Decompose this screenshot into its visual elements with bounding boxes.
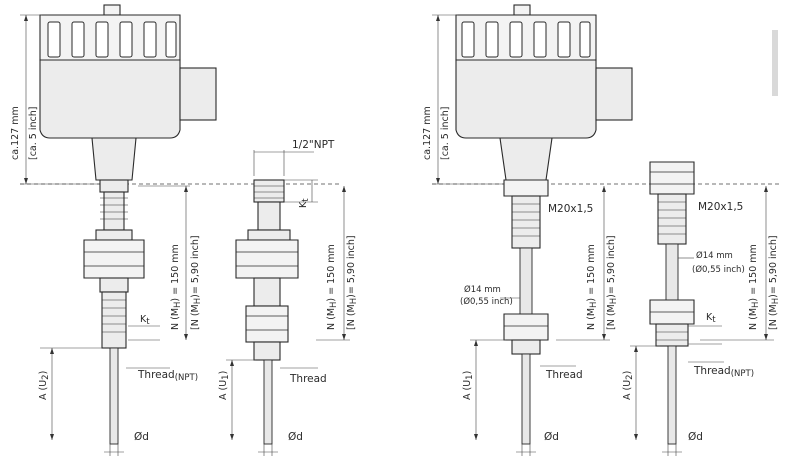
a-u1-label-3: A (U bbox=[462, 380, 473, 400]
svg-text:Thread(NPT): Thread(NPT) bbox=[693, 365, 754, 379]
m20-label-4: M20x1,5 bbox=[698, 201, 743, 213]
thread-npt-label-4: Thread bbox=[693, 365, 731, 377]
sensor-2-dimensions: 1/2"NPT Kt N (MH) = 150 mm [N (MH)= 5,90… bbox=[170, 139, 359, 456]
svg-text:[N (MH)= 5,90 inch]: [N (MH)= 5,90 inch] bbox=[768, 235, 781, 330]
n-inch-label-3: [N (M bbox=[606, 304, 617, 330]
d14-inch-label-3: (Ø0,55 inch) bbox=[460, 296, 513, 307]
svg-text:[N (MH)= 5,90 inch]: [N (MH)= 5,90 inch] bbox=[606, 235, 619, 330]
head-height-inch-label-right: [ca. 5 inch] bbox=[440, 107, 451, 160]
sensor-1-extension bbox=[83, 179, 145, 445]
od-label-2: Ød bbox=[288, 431, 303, 443]
kt-label-2: K bbox=[298, 201, 309, 208]
n-inch-label-1: [N (M bbox=[190, 304, 201, 330]
svg-text:Kt: Kt bbox=[140, 314, 150, 327]
od-label-3: Ød bbox=[544, 431, 559, 443]
sensor-3-dimensions: M20x1,5 Ø14 mm (Ø0,55 inch) N (MH) = 150… bbox=[460, 186, 619, 456]
svg-text:N (MH) = 150 mm: N (MH) = 150 mm bbox=[748, 244, 761, 330]
svg-text:A (U1): A (U1) bbox=[462, 371, 475, 400]
od-label-4: Ød bbox=[688, 431, 703, 443]
head-height-label: ca.127 mm bbox=[10, 106, 21, 160]
svg-text:Kt: Kt bbox=[298, 198, 311, 208]
svg-text:Kt: Kt bbox=[706, 312, 716, 325]
n-inch-label-2: [N (M bbox=[346, 304, 357, 330]
thread-label-3: Thread bbox=[545, 369, 583, 381]
n-mh-label-4: N (M bbox=[748, 308, 759, 330]
sensor-3-extension bbox=[503, 179, 549, 445]
kt-label-1: K bbox=[140, 314, 147, 325]
d14-label-3: Ø14 mm bbox=[464, 284, 501, 295]
kt-label-4: K bbox=[706, 312, 713, 323]
a-u2-label-4: A (U bbox=[622, 380, 633, 400]
svg-text:[N (MH)= 5,90 inch]: [N (MH)= 5,90 inch] bbox=[190, 235, 203, 330]
a-u1-label-2: A (U bbox=[218, 380, 229, 400]
blurred-mark bbox=[772, 30, 778, 96]
sensor-1-dimensions: A (U2) Kt Thread(NPT) Ød bbox=[38, 185, 198, 456]
n-mh-label-3: N (M bbox=[586, 308, 597, 330]
head-ribs-left bbox=[47, 21, 177, 58]
svg-text:[N (MH)= 5,90 inch]: [N (MH)= 5,90 inch] bbox=[346, 235, 359, 330]
sensor-2-insert bbox=[235, 179, 299, 445]
svg-text:A (U2): A (U2) bbox=[38, 371, 51, 400]
connection-head-left bbox=[39, 4, 217, 181]
svg-text:N (MH) = 150 mm: N (MH) = 150 mm bbox=[586, 244, 599, 330]
head-height-inch-label: [ca. 5 inch] bbox=[28, 107, 39, 160]
svg-text:A (U2): A (U2) bbox=[622, 371, 635, 400]
npt-half-label: 1/2"NPT bbox=[292, 139, 335, 151]
d14-label-4: Ø14 mm bbox=[696, 250, 733, 261]
head-height-label-right: ca.127 mm bbox=[422, 106, 433, 160]
n-mh-label-1: N (M bbox=[170, 308, 181, 330]
d14-inch-label-4: (Ø0,55 inch) bbox=[692, 264, 745, 275]
n-mh-label-2: N (M bbox=[326, 308, 337, 330]
thread-label-2: Thread bbox=[289, 373, 327, 385]
connection-head-right bbox=[455, 4, 778, 181]
n-inch-label-4: [N (M bbox=[768, 304, 779, 330]
svg-text:A (U1): A (U1) bbox=[218, 371, 231, 400]
m20-label-3: M20x1,5 bbox=[548, 203, 593, 215]
od-label-1: Ød bbox=[134, 431, 149, 443]
svg-text:Thread(NPT): Thread(NPT) bbox=[137, 369, 198, 383]
a-u2-label-1: A (U bbox=[38, 380, 49, 400]
sensor-4-insert bbox=[649, 161, 695, 445]
thread-npt-label-1: Thread bbox=[137, 369, 175, 381]
head-ribs-right bbox=[461, 21, 591, 58]
svg-text:N (MH) = 150 mm: N (MH) = 150 mm bbox=[170, 244, 183, 330]
sensor-4-dimensions: M20x1,5 Ø14 mm (Ø0,55 inch) Kt N (MH) = … bbox=[622, 186, 781, 456]
svg-text:N (MH) = 150 mm: N (MH) = 150 mm bbox=[326, 244, 339, 330]
